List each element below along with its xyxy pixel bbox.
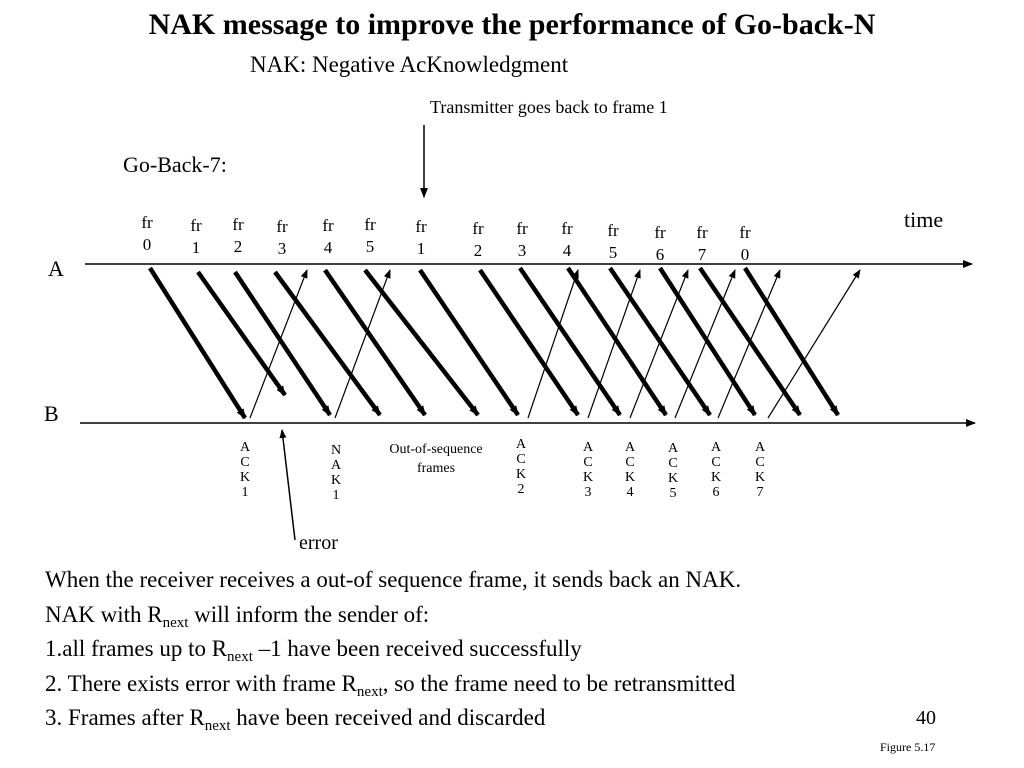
- frame-arrow-7: [478, 268, 580, 417]
- frame-arrow-8: [518, 266, 622, 417]
- page-title: NAK message to improve the performance o…: [148, 8, 876, 41]
- frame-label-prefix: fr: [141, 213, 153, 232]
- explanation-line-5: 3. Frames after Rnext have been received…: [45, 705, 546, 734]
- station-a-label: A: [48, 256, 64, 281]
- explanation-line-1: When the receiver receives a out-of sequ…: [45, 567, 742, 592]
- ack-arrow-3: [587, 269, 641, 419]
- frame-label-number: 4: [562, 241, 572, 260]
- explanation-line-4: 2. There exists error with frame Rnext, …: [45, 670, 736, 700]
- frame-arrow-13: [743, 266, 840, 417]
- frame-label-number: 2: [233, 237, 243, 256]
- frame-label: fr 3: [267, 216, 297, 260]
- ack-arrow-1: [334, 269, 391, 419]
- out-of-sequence-label: Out-of-sequence frames: [389, 442, 483, 476]
- frame-arrow-9: [566, 266, 668, 417]
- frame-label: fr 1: [406, 216, 436, 260]
- frame-arrow-11: [658, 266, 757, 417]
- scheme-label: Go-Back-7:: [123, 152, 227, 177]
- frame-label: fr 1: [181, 215, 211, 259]
- retransmit-annotation: Transmitter goes back to frame 1: [430, 97, 668, 117]
- frame-label-prefix: fr: [696, 223, 708, 242]
- frame-label-number: 6: [655, 245, 665, 264]
- frame-arrow-1: [196, 270, 287, 397]
- ack-arrow-7: [767, 269, 861, 419]
- frame-arrow-0: [148, 266, 247, 420]
- frame-label: fr 6: [645, 222, 675, 266]
- frame-label-number: 0: [142, 235, 152, 254]
- explanation-line-3: 1.all frames up to Rnext –1 have been re…: [45, 636, 582, 665]
- frame-label: fr 5: [355, 214, 385, 258]
- ack-arrow-0: [249, 269, 308, 419]
- frame-label: fr 4: [313, 215, 343, 259]
- frame-label-prefix: fr: [415, 217, 427, 236]
- frame-arrow-6: [418, 268, 520, 417]
- frame-arrow-3: [273, 270, 382, 417]
- frame-arrow-4: [323, 268, 427, 417]
- error-pointer-arrow: [279, 429, 296, 541]
- frame-label: fr 3: [507, 218, 537, 262]
- frame-label-prefix: fr: [654, 223, 666, 242]
- frame-label-prefix: fr: [607, 221, 619, 240]
- frame-label-prefix: fr: [276, 217, 288, 236]
- frame-label-prefix: fr: [739, 223, 751, 242]
- page-number: 40: [916, 707, 936, 729]
- frame-arrow-5: [363, 268, 480, 417]
- figure-reference: Figure 5.17: [880, 740, 936, 754]
- frame-label-prefix: fr: [190, 216, 202, 235]
- frame-label: fr 2: [463, 218, 493, 262]
- frame-arrow-2: [233, 270, 332, 417]
- frame-label-prefix: fr: [364, 215, 376, 234]
- time-axis-label: time: [904, 207, 944, 232]
- station-b-label: B: [44, 401, 59, 426]
- frame-label-number: 3: [277, 239, 287, 258]
- frame-label-number: 0: [740, 245, 750, 264]
- ack-arrow-5: [674, 269, 736, 419]
- frame-label-number: 1: [191, 238, 201, 257]
- subtitle: NAK: Negative AcKnowledgment: [250, 52, 569, 77]
- frame-label-prefix: fr: [322, 216, 334, 235]
- frame-label-number: 4: [323, 238, 333, 257]
- frame-label-prefix: fr: [561, 219, 573, 238]
- frame-label: fr 7: [687, 222, 717, 266]
- frame-label-number: 3: [517, 241, 527, 260]
- frame-label-prefix: fr: [516, 219, 528, 238]
- frame-label: fr 0: [730, 222, 760, 266]
- frame-label-number: 5: [608, 243, 618, 262]
- frame-label-number: 1: [416, 239, 426, 258]
- explanation-text: When the receiver receives a out-of sequ…: [45, 563, 741, 736]
- explanation-line-2: NAK with Rnext will inform the sender of…: [45, 601, 430, 631]
- frame-label: fr 2: [223, 214, 253, 258]
- ack-arrow-2: [527, 269, 579, 419]
- ack-arrow-6: [717, 269, 781, 419]
- frame-label-number: 2: [473, 241, 483, 260]
- frame-label: fr 0: [132, 212, 162, 256]
- frame-label-prefix: fr: [472, 219, 484, 238]
- frame-label: fr 4: [552, 218, 582, 262]
- frame-label-number: 7: [697, 245, 707, 264]
- frame-label-number: 5: [365, 237, 375, 256]
- frame-label-prefix: fr: [232, 215, 244, 234]
- error-label: error: [299, 532, 338, 554]
- frame-label: fr 5: [598, 220, 628, 264]
- ack-arrow-4: [629, 269, 689, 419]
